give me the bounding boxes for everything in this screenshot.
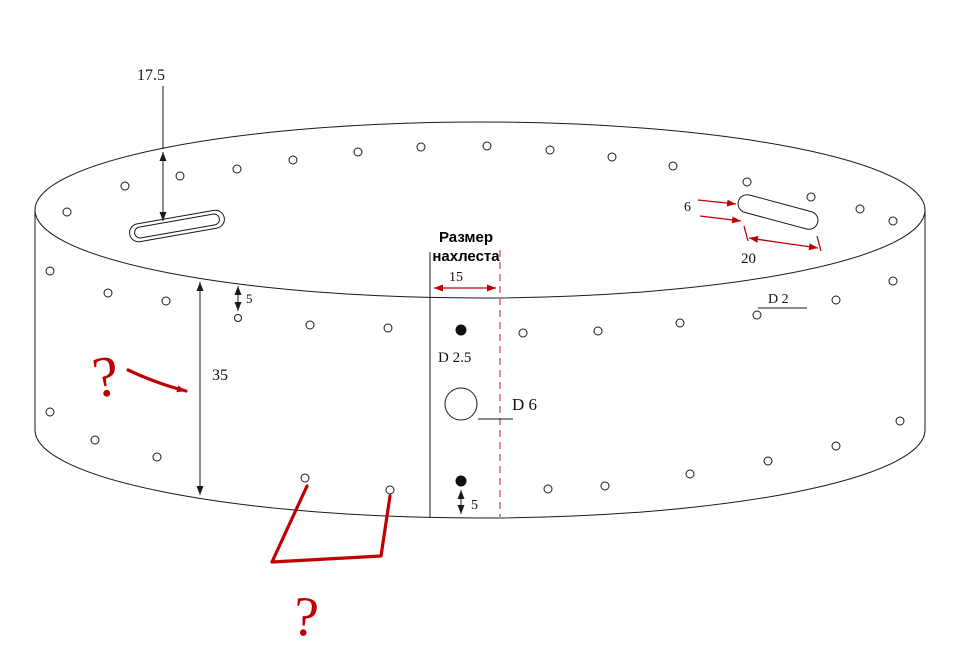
slot-outline <box>737 194 819 230</box>
top-rim-holes <box>62 141 898 226</box>
hole <box>45 407 55 417</box>
hole-bottom-filled <box>455 475 467 487</box>
hole <box>607 152 617 162</box>
hand-annotations: ? ? <box>88 342 392 646</box>
dim-label-20: 20 <box>741 251 756 267</box>
hole <box>482 141 492 151</box>
slot-outline <box>129 209 225 243</box>
hole-d6 <box>444 387 478 421</box>
question-arrow-left <box>126 368 188 393</box>
slot-length-ext-right <box>816 235 822 252</box>
hole <box>543 484 553 494</box>
overlap-zone-holes <box>444 324 478 487</box>
hole <box>45 266 55 276</box>
hole <box>518 328 528 338</box>
hole <box>675 318 685 328</box>
front-upper-holes <box>45 266 898 338</box>
hole <box>806 192 816 202</box>
dim-right-slot: 6 20 <box>684 199 822 267</box>
slot-width-leader-top <box>697 199 737 207</box>
hole <box>895 416 905 426</box>
label-d2-5: D 2.5 <box>438 350 471 366</box>
hole <box>593 326 603 336</box>
hole <box>103 288 113 298</box>
hole-diameter-labels: D 2 D 2.5 D 6 <box>438 292 807 420</box>
band-bottom-edge <box>34 429 926 519</box>
slot-length-arrow-left <box>748 235 784 244</box>
overlap-callout: Размер нахлеста 15 <box>432 229 500 292</box>
hole <box>383 323 393 333</box>
dim-hole-edge-bottom: 5 <box>457 490 478 514</box>
dim-label-5-bottom: 5 <box>471 498 478 513</box>
hole <box>600 481 610 491</box>
hole <box>385 485 395 495</box>
overlap-title-line2: нахлеста <box>432 248 500 265</box>
question-mark-left: ? <box>88 342 123 410</box>
dim-label-17-5: 17.5 <box>137 67 165 84</box>
hole <box>888 216 898 226</box>
overlap-title-line1: Размер <box>439 229 493 246</box>
slot-width-leader-bottom <box>699 215 742 224</box>
hole <box>90 435 100 445</box>
hole <box>763 456 773 466</box>
hole <box>152 452 162 462</box>
hole <box>888 276 898 286</box>
hole <box>742 177 752 187</box>
hole <box>668 161 678 171</box>
hole <box>685 469 695 479</box>
hole <box>161 296 171 306</box>
hole <box>855 204 865 214</box>
hole <box>232 164 242 174</box>
right-slot <box>737 194 819 230</box>
hole <box>288 155 298 165</box>
dim-band-height: 35 <box>196 282 228 495</box>
slot-length-ext-left <box>743 225 749 242</box>
hole <box>120 181 130 191</box>
label-d2: D 2 <box>768 292 789 307</box>
dim-label-6: 6 <box>684 200 691 215</box>
hole <box>545 145 555 155</box>
hole <box>175 171 185 181</box>
dim-label-35: 35 <box>212 367 228 384</box>
hole <box>831 441 841 451</box>
dim-hole-edge-top: 5 <box>234 286 253 311</box>
band-outline <box>34 121 926 519</box>
hole <box>416 142 426 152</box>
hole-d2-target <box>752 310 762 320</box>
dim-slot-offset: 17.5 <box>137 67 167 221</box>
hole <box>234 314 242 322</box>
label-d6: D 6 <box>512 395 537 414</box>
front-lower-holes <box>45 407 905 495</box>
hole <box>300 473 310 483</box>
hole-d2-5 <box>455 324 467 336</box>
hole <box>305 320 315 330</box>
left-slot <box>129 209 225 243</box>
dim-label-5-top: 5 <box>246 291 253 306</box>
hole <box>831 295 841 305</box>
slot-length-arrow-right <box>782 242 819 251</box>
band-top-edge <box>34 121 926 299</box>
hole <box>353 147 363 157</box>
question-mark-bottom: ? <box>291 585 321 646</box>
dim-label-15: 15 <box>449 270 463 285</box>
question-bracket-bottom <box>270 484 392 564</box>
slot-inner-outline <box>134 213 220 239</box>
hole <box>62 207 72 217</box>
